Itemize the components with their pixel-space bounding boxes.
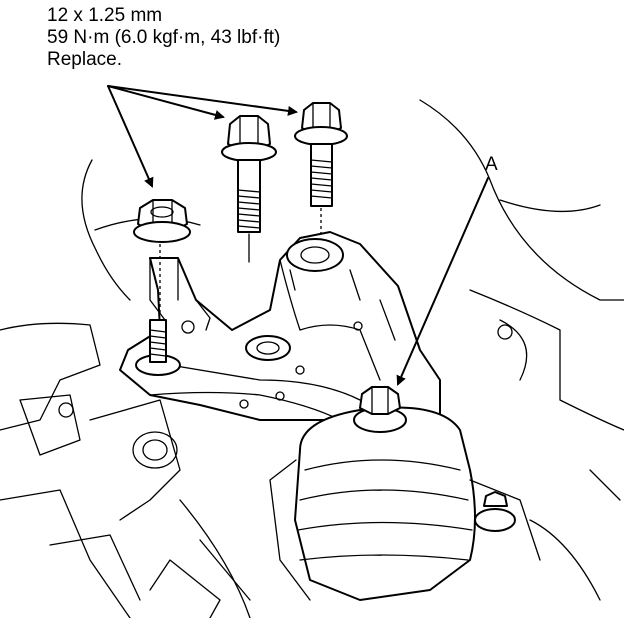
spec-leader-arrows — [107, 85, 298, 188]
mount-bracket-icon — [119, 231, 441, 441]
torque-spec-label: 59 N·m (6.0 kgf·m, 43 lbf·ft) — [47, 27, 281, 48]
callout-a-label: A — [485, 154, 498, 175]
flange-bolt-icon — [294, 102, 348, 240]
replace-note-label: Replace. — [47, 49, 122, 70]
background-engine-outline — [0, 99, 624, 619]
mount-bolt-a-icon — [353, 386, 407, 433]
flange-bolt-icon — [221, 115, 277, 263]
flange-nut-icon — [133, 199, 191, 243]
thread-size-label: 12 x 1.25 mm — [47, 5, 163, 26]
arrow-icon — [396, 177, 489, 386]
mount-body-icon — [269, 406, 541, 601]
fastener-spec: 12 x 1.25 mm 59 N·m (6.0 kgf·m, 43 lbf·f… — [47, 5, 407, 71]
